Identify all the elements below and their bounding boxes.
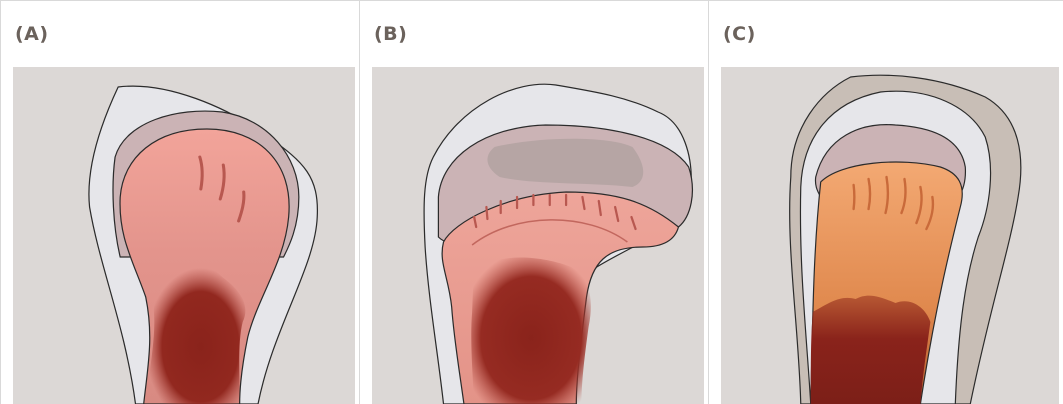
illustration-c <box>721 67 1059 404</box>
panel-label-a: (A) <box>15 23 49 45</box>
illustration-b <box>372 67 704 404</box>
panel-label-c: (C) <box>723 23 756 45</box>
panel-b: (B) <box>359 1 708 404</box>
bone-illustration-b <box>372 67 704 404</box>
bone-illustration-a <box>13 67 355 404</box>
bone-illustration-c <box>721 67 1059 404</box>
panel-c: (C) <box>708 1 1063 404</box>
panel-a: (A) <box>0 1 359 404</box>
panel-label-b: (B) <box>374 23 407 45</box>
illustration-a <box>13 67 355 404</box>
